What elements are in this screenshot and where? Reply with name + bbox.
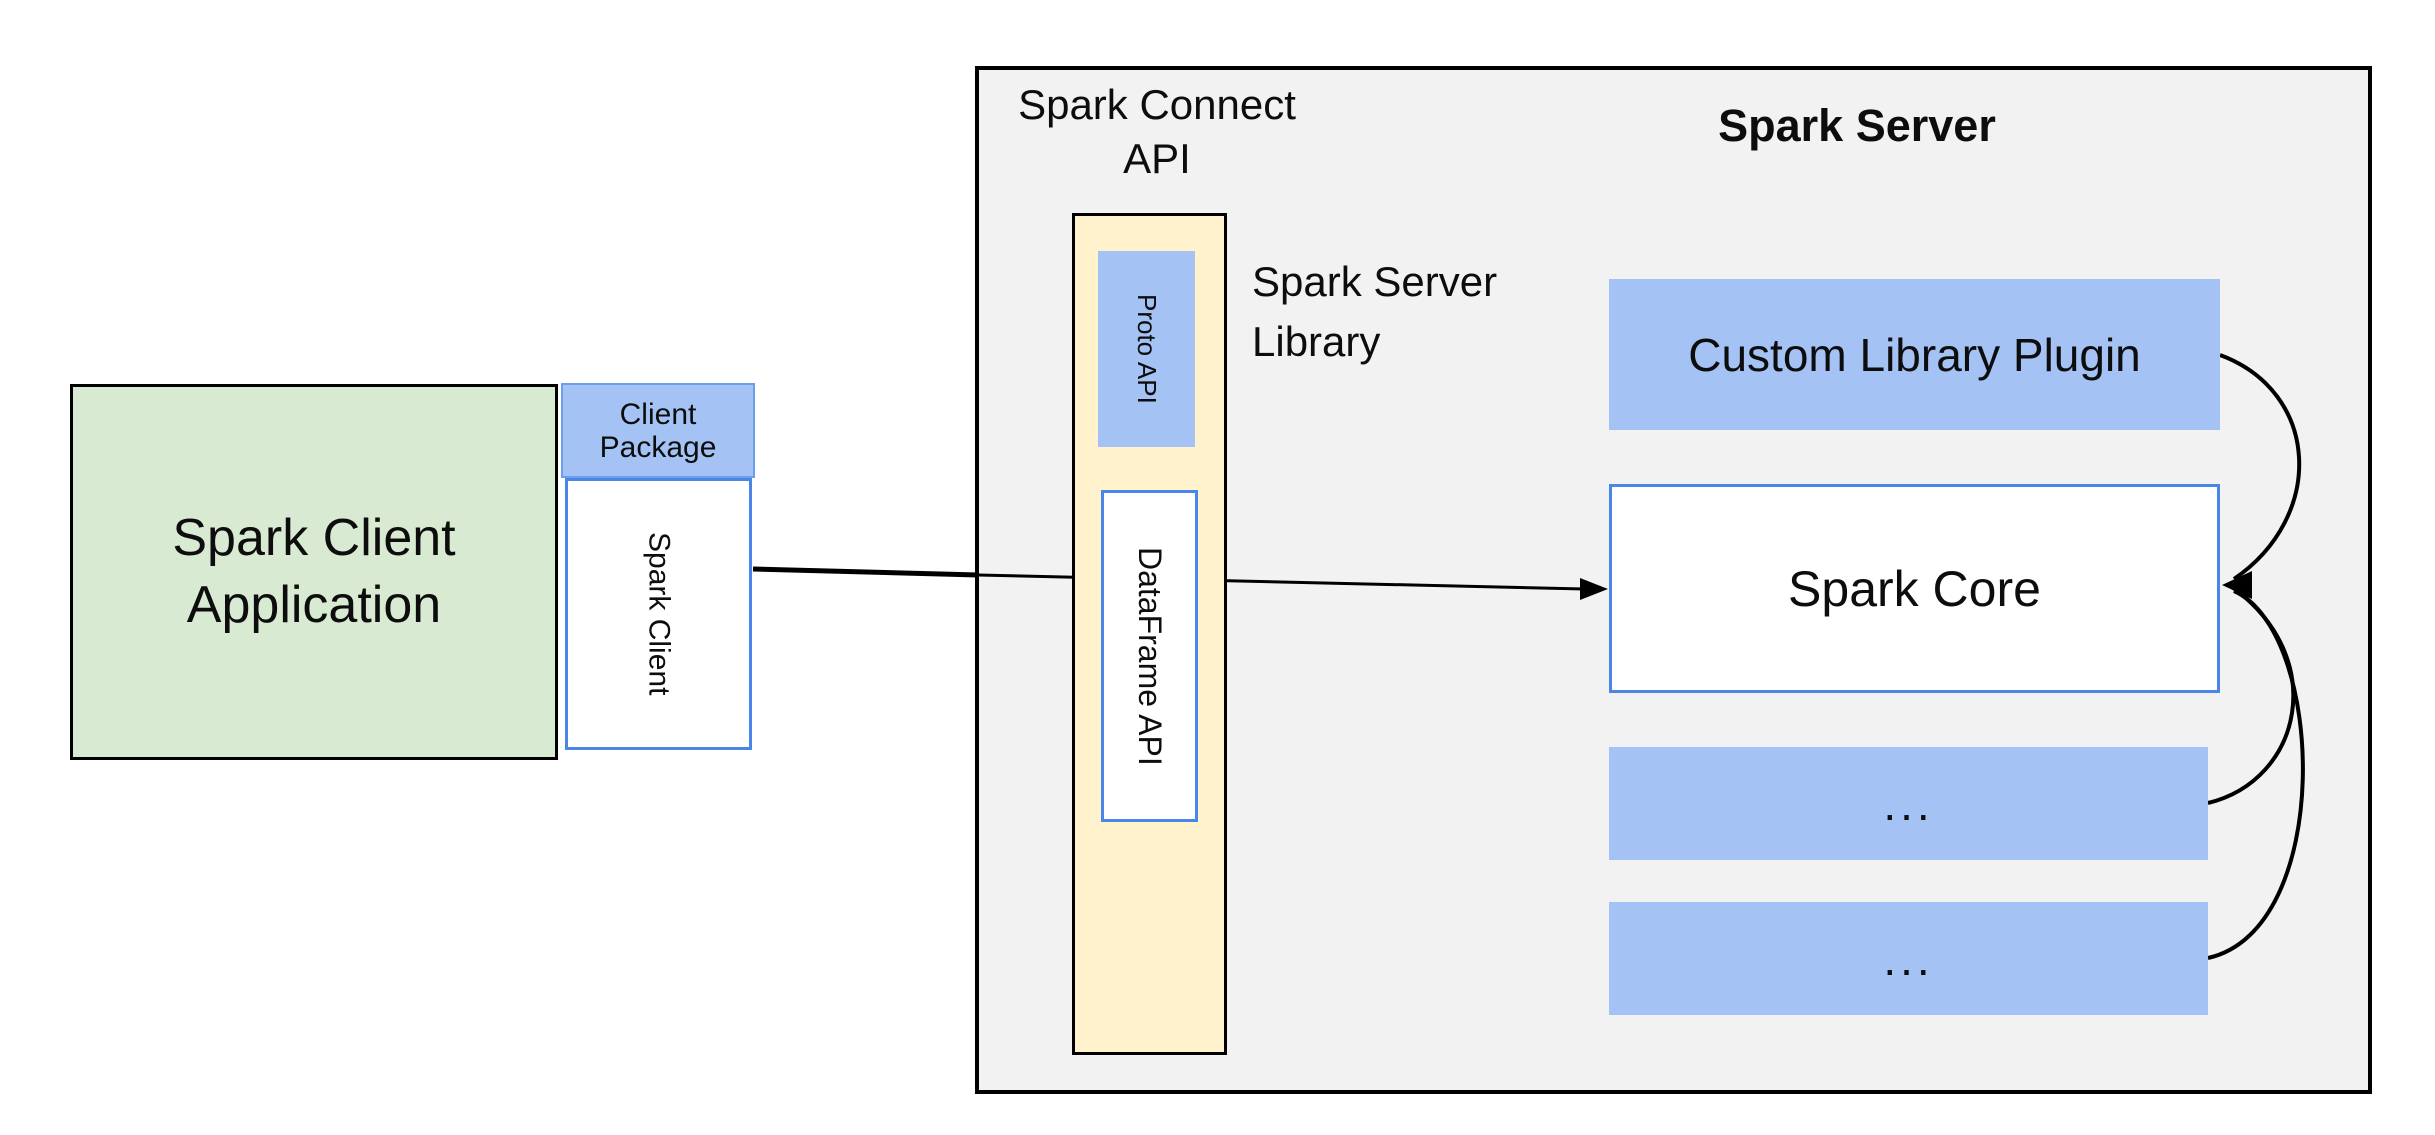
dataframe-api-box: DataFrame API [1101, 490, 1198, 822]
spark-client-label: Spark Client [642, 532, 676, 696]
spark-client-box: Spark Client [565, 478, 752, 750]
spark-core-label: Spark Core [1788, 560, 2041, 617]
dataframe-api-label: DataFrame API [1132, 546, 1168, 766]
spark-client-application-label: Spark Client Application [172, 509, 456, 634]
ellipsis-box-1: ... [1609, 747, 2208, 860]
custom-library-plugin-label: Custom Library Plugin [1688, 328, 2141, 381]
ellipsis-box-2-label: ... [1883, 932, 1934, 985]
spark-client-application-box: Spark Client Application [70, 384, 558, 760]
ellipsis-box-2: ... [1609, 902, 2208, 1015]
ellipsis-box-1-label: ... [1883, 777, 1934, 830]
spark-server-title: Spark Server [1718, 100, 1996, 151]
spark-core-box: Spark Core [1609, 484, 2220, 693]
client-package-label: Client Package [599, 397, 717, 464]
client-to-server-arrow-segment-outer [752, 566, 979, 578]
spark-connect-api-label: Spark Connect API [1018, 81, 1296, 182]
client-package-box: Client Package [561, 383, 755, 478]
spark-server-library-label: Spark Server Library [1252, 258, 1498, 365]
proto-api-box: Proto API [1098, 251, 1195, 447]
custom-library-plugin-box: Custom Library Plugin [1609, 279, 2220, 430]
proto-api-label: Proto API [1132, 294, 1162, 404]
